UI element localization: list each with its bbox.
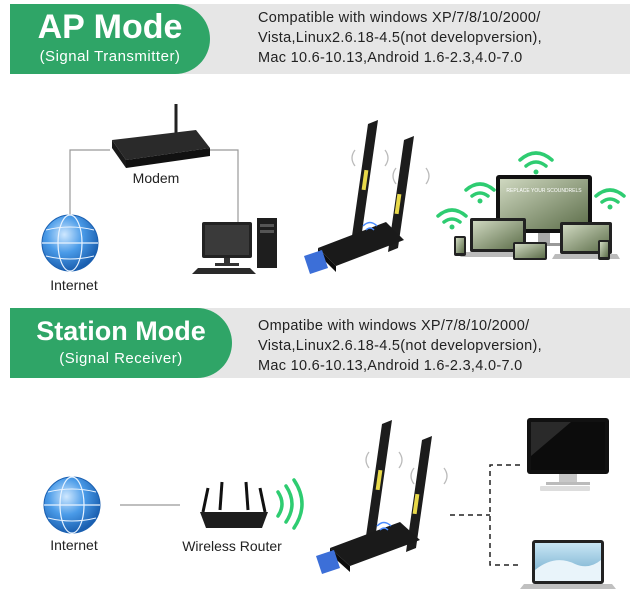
ap-mode-subtitle: (Signal Transmitter) bbox=[39, 48, 181, 65]
tablet-icon bbox=[513, 242, 547, 260]
phone-icon bbox=[454, 236, 610, 260]
wifi-adapter-icon bbox=[304, 120, 430, 274]
compat-line: Vista,Linux2.6.18-4.5(not developversion… bbox=[258, 338, 542, 354]
compat-line: Compatible with windows XP/7/8/10/2000/ bbox=[258, 10, 541, 26]
monitor-icon bbox=[527, 418, 609, 491]
compat-line: Vista,Linux2.6.18-4.5(not developversion… bbox=[258, 30, 542, 46]
screen-text: REPLACE YOUR SCOUNDRELS bbox=[506, 188, 582, 194]
modem-icon bbox=[112, 104, 210, 168]
desktop-pc-icon bbox=[192, 218, 277, 274]
compat-line: Mac 10.6-10.13,Android 1.6-2.3,4.0-7.0 bbox=[258, 358, 523, 374]
ap-mode-title: AP Mode bbox=[37, 8, 183, 46]
internet-label: Internet bbox=[50, 537, 98, 553]
wifi-adapter-icon bbox=[316, 420, 448, 574]
globe-icon bbox=[43, 476, 101, 534]
compat-line: Mac 10.6-10.13,Android 1.6-2.3,4.0-7.0 bbox=[258, 50, 523, 66]
ap-connection-lines bbox=[69, 149, 239, 222]
router-icon bbox=[200, 481, 268, 528]
station-mode-banner: Station Mode (Signal Receiver) Ompatibe … bbox=[10, 308, 630, 378]
compat-line: Ompatibe with windows XP/7/8/10/2000/ bbox=[258, 318, 530, 334]
station-mode-compat: Ompatibe with windows XP/7/8/10/2000/ Vi… bbox=[258, 316, 542, 376]
station-mode-tag: Station Mode (Signal Receiver) bbox=[10, 308, 232, 378]
internet-label: Internet bbox=[50, 277, 98, 293]
wifi-signal-icon bbox=[436, 151, 626, 230]
station-dashed-lines bbox=[450, 464, 520, 566]
modem-label: Modem bbox=[133, 170, 180, 186]
station-mode-subtitle: (Signal Receiver) bbox=[59, 350, 183, 367]
ap-mode-compat: Compatible with windows XP/7/8/10/2000/ … bbox=[258, 8, 542, 68]
laptop-icon bbox=[520, 540, 616, 589]
globe-icon bbox=[41, 214, 99, 272]
ap-mode-banner: AP Mode (Signal Transmitter) Compatible … bbox=[10, 4, 630, 74]
wifi-signal-icon bbox=[276, 478, 304, 530]
ap-mode-tag: AP Mode (Signal Transmitter) bbox=[10, 4, 210, 74]
router-label: Wireless Router bbox=[182, 538, 282, 554]
station-mode-title: Station Mode bbox=[36, 316, 206, 346]
